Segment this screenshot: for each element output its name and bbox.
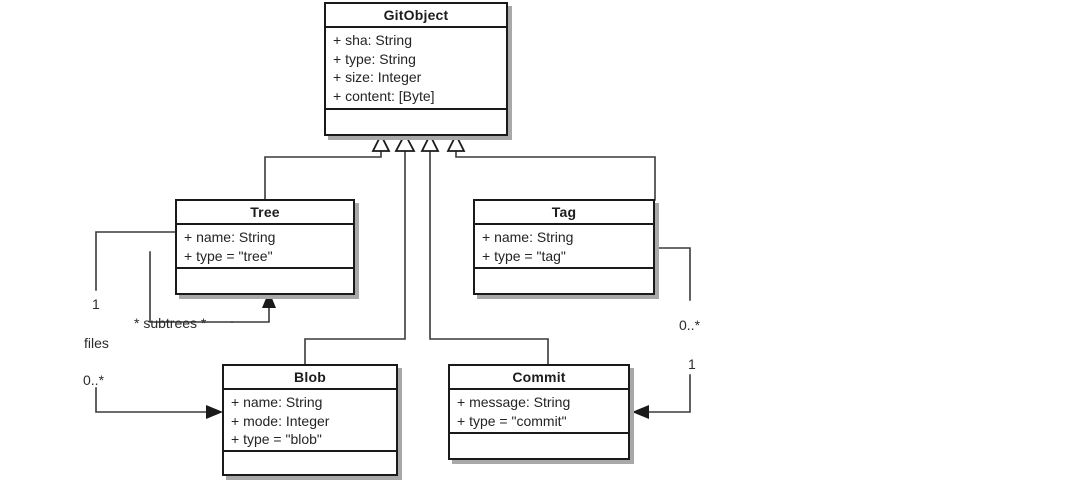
association-tree-subtrees (149, 251, 276, 323)
multiplicity-label-blob-files-target: 0..* (83, 372, 105, 388)
uml-attribute: + type = "blob" (231, 431, 322, 447)
uml-class-name-tag: Tag (551, 204, 577, 220)
uml-attributes-gitobject: + sha: String + type: String + size: Int… (326, 28, 506, 110)
uml-class-name-gitobject: GitObject (383, 7, 449, 23)
uml-attribute: + type = "commit" (457, 412, 567, 429)
uml-class-name-commit: Commit (512, 369, 566, 385)
uml-class-name-tree: Tree (250, 204, 280, 220)
multiplicity-label-tree-files-source: 1 (92, 296, 100, 312)
uml-attribute: + mode: Integer (231, 412, 330, 429)
uml-attribute: + content: [Byte] (333, 87, 435, 104)
association-tree-files-blob (95, 231, 223, 419)
uml-class-tree[interactable]: Tree + name: String + type = "tree" (175, 199, 355, 295)
filled-arrow-icon (262, 291, 276, 308)
multiplicity-label-tag-commit-target: 1 (688, 356, 696, 372)
generalization-tag-to-gitobject (446, 132, 656, 201)
uml-operations-tag (475, 269, 653, 293)
uml-attributes-blob: + name: String + mode: Integer + type = … (224, 390, 396, 452)
uml-class-gitobject[interactable]: GitObject + sha: String + type: String +… (324, 2, 508, 136)
filled-arrow-icon (206, 405, 223, 419)
association-label-files: files (84, 335, 109, 351)
uml-class-name-row-tree: Tree (177, 201, 353, 225)
uml-attribute: + name: String (184, 229, 276, 245)
generalization-tree-to-gitobject (264, 132, 391, 201)
hollow-triangle-icon (371, 132, 391, 152)
uml-class-commit[interactable]: Commit + message: String + type = "commi… (448, 364, 630, 460)
uml-attributes-tag: + name: String + type = "tag" (475, 225, 653, 269)
uml-operations-gitobject (326, 110, 506, 134)
hollow-triangle-icon (420, 132, 440, 152)
uml-class-tag[interactable]: Tag + name: String + type = "tag" (473, 199, 655, 295)
hollow-triangle-icon (446, 132, 466, 152)
uml-attribute: + type: String (333, 50, 416, 67)
uml-attribute: + type = "tag" (482, 247, 566, 264)
uml-operations-commit (450, 434, 628, 458)
uml-class-name-blob: Blob (294, 369, 326, 385)
uml-attribute: + sha: String (333, 32, 412, 48)
uml-operations-tree (177, 269, 353, 293)
uml-operations-blob (224, 452, 396, 474)
uml-class-name-row-tag: Tag (475, 201, 653, 225)
uml-attribute: + size: Integer (333, 69, 422, 85)
hollow-triangle-icon (394, 132, 416, 152)
uml-class-name-row-commit: Commit (450, 366, 628, 390)
uml-attribute: + name: String (231, 394, 323, 410)
filled-arrow-icon (632, 405, 649, 419)
generalization-blob-to-gitobject (304, 132, 416, 366)
uml-attributes-commit: + message: String + type = "commit" (450, 390, 628, 434)
uml-attribute: + name: String (482, 229, 574, 245)
generalization-commit-to-gitobject (420, 132, 549, 366)
multiplicity-label-tag-commit-source: 0..* (679, 317, 701, 333)
uml-attribute: + message: String (457, 394, 571, 410)
association-tag-commit (632, 247, 691, 419)
uml-attribute: + type = "tree" (184, 247, 273, 264)
association-label-subtrees: * subtrees * (134, 315, 207, 331)
uml-class-name-row-blob: Blob (224, 366, 396, 390)
uml-class-name-row-gitobject: GitObject (326, 4, 506, 28)
uml-class-blob[interactable]: Blob + name: String + mode: Integer + ty… (222, 364, 398, 476)
uml-attributes-tree: + name: String + type = "tree" (177, 225, 353, 269)
